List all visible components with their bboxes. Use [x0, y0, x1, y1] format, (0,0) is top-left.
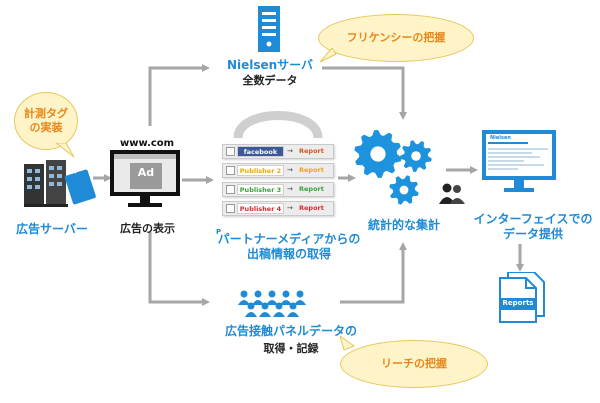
row-arrow-icon: → [287, 204, 293, 212]
www-text: www.com [120, 138, 175, 149]
person-body [287, 312, 299, 317]
aggregation-label: 統計的な集計 [358, 218, 450, 233]
ad-box-label: Ad [130, 166, 162, 179]
arrow-to-nielsen-server [148, 64, 210, 126]
ad-server-text: 広告サーバー [16, 222, 88, 236]
row-arrow-icon: → [287, 166, 293, 174]
reports-text: Reports [502, 299, 534, 307]
publisher-data-line2: 出稿情報の取得 [246, 247, 331, 261]
ad-text: Ad [137, 166, 155, 179]
publisher-checkbox [226, 147, 235, 156]
person-body [273, 312, 285, 317]
person-icon [282, 290, 290, 298]
ad-server-label: 広告サーバー [16, 222, 88, 237]
person-icon [261, 302, 269, 310]
gears-icon [354, 130, 432, 205]
tag-implementation-bubble: 計測タグ の実装 [14, 92, 78, 150]
person-body [238, 300, 250, 305]
publisher-row: Publisher 3→ Report [222, 182, 334, 197]
tag-implementation-text: 計測タグ の実装 [24, 107, 68, 134]
gear-hole [399, 185, 409, 195]
person-icon [254, 290, 262, 298]
reports-label: Reports [500, 299, 536, 307]
person-icon [247, 302, 255, 310]
publisher-row: Publisher 2→ Report [222, 163, 334, 178]
publisher-report-label: Report [299, 166, 324, 174]
publisher-row: Publisher 4→ Report [222, 201, 334, 216]
p-marker: P [216, 228, 221, 236]
person-body [259, 312, 271, 317]
reach-bubble-tail [339, 336, 356, 351]
panel-people-icon [238, 290, 306, 317]
person-body [280, 300, 292, 305]
aggregation-text: 統計的な集計 [367, 218, 440, 232]
panel-label: 広告接触パネルデータの [208, 324, 374, 339]
person-body [245, 312, 257, 317]
p-marker-text: P [216, 228, 222, 236]
publisher-data-label: パートナーメディアからの 出稿情報の取得 [210, 232, 368, 262]
ad-server-icon [24, 160, 96, 207]
interface-screen-title-text: Nielsen [490, 135, 511, 141]
gear-hole [411, 151, 421, 161]
interface-monitor-icon [482, 130, 556, 192]
nielsen-server-sublabel: 全数データ [222, 74, 318, 88]
arrow-to-panel [148, 232, 210, 306]
publisher-data-line1: パートナーメディアからの [217, 232, 361, 246]
publisher-report-label: Report [299, 185, 324, 193]
interface-label: インターフェイスでの データ提供 [470, 212, 596, 242]
publisher-arc [233, 111, 323, 139]
publisher-name: facebook [237, 146, 284, 157]
nielsen-server-icon [258, 6, 280, 52]
reach-text: リーチの把握 [381, 357, 447, 370]
publisher-report-label: Report [299, 204, 324, 212]
panel-line2: 取得・記録 [263, 342, 319, 355]
ad-display-text: 広告の表示 [120, 222, 175, 235]
ad-display-label: 広告の表示 [120, 222, 175, 236]
person-icon [296, 290, 304, 298]
publisher-report-label: Report [299, 147, 324, 155]
gear-hole [370, 146, 386, 162]
nielsen-server-line2: 全数データ [242, 74, 298, 87]
publisher-row: facebook→ Report [222, 144, 334, 159]
analysts-icon [439, 183, 465, 204]
person-icon [275, 302, 283, 310]
person-body [266, 300, 278, 305]
panel-line1: 広告接触パネルデータの [224, 324, 357, 338]
person-icon [289, 302, 297, 310]
reports-icon [499, 272, 545, 323]
ad-monitor-icon [110, 150, 180, 207]
interface-line2: データ提供 [502, 227, 563, 241]
interface-line1: インターフェイスでの [473, 212, 593, 226]
row-arrow-icon: → [287, 185, 293, 193]
arrow-server-to-aggregation [322, 66, 407, 120]
person-icon [268, 290, 276, 298]
person-body [252, 300, 264, 305]
publisher-checkbox [226, 204, 235, 213]
publisher-checkbox [226, 166, 235, 175]
www-label: www.com [120, 138, 174, 149]
nielsen-server-line1: Nielsenサーバー [226, 58, 314, 87]
person-icon [240, 290, 248, 298]
nielsen-server-label: Nielsenサーバー [222, 58, 318, 88]
reach-bubble: リーチの把握 [340, 340, 488, 388]
frequency-bubble-tail [319, 48, 337, 63]
panel-sublabel: 取得・記録 [208, 342, 374, 356]
frequency-bubble: フリケンシーの把握 [318, 14, 474, 62]
interface-screen-title: Nielsen [490, 135, 511, 141]
publisher-checkbox [226, 185, 235, 194]
tag-bubble-tail [55, 143, 75, 158]
frequency-text: フリケンシーの把握 [346, 31, 446, 44]
publisher-name: Publisher 3 [237, 184, 284, 195]
person-body [294, 300, 306, 305]
publisher-name: Publisher 2 [237, 165, 284, 176]
row-arrow-icon: → [287, 147, 293, 155]
arrow-panel-to-aggregation [340, 242, 407, 304]
publisher-name: Publisher 4 [237, 203, 284, 214]
